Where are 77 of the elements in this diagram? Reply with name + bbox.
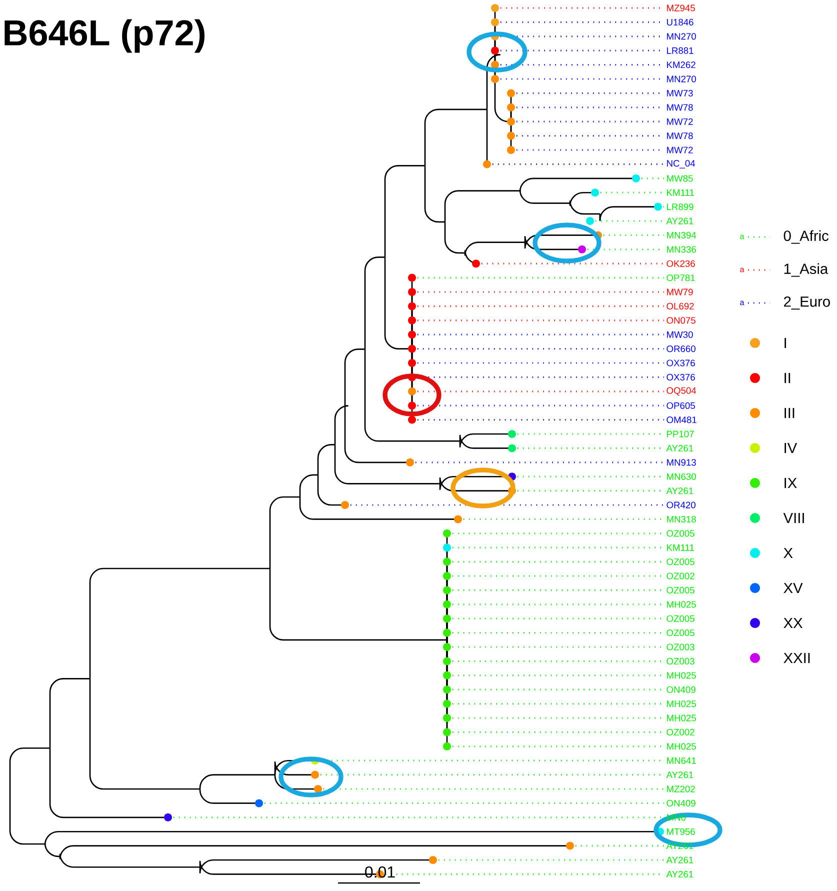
tip-label: OR420 <box>666 502 696 508</box>
tip-label: AY261 <box>666 772 694 778</box>
legend-label: IX <box>784 478 797 488</box>
tip-label: ON409 <box>666 800 696 806</box>
title: B646L (p72) <box>4 19 204 53</box>
legend-line-sample: a <box>740 234 770 240</box>
tip-label: OZ005 <box>666 615 694 622</box>
legend-label: 2_Euro <box>784 296 830 310</box>
tip-label: MT956 <box>667 828 695 835</box>
legend-label: II <box>784 372 790 384</box>
tip-label: MN913 <box>667 459 696 466</box>
tip-label: MH025 <box>667 601 696 608</box>
tip-label: OZ002 <box>666 728 694 736</box>
tip-label: MN270 <box>667 33 696 40</box>
tip-label: MZ202 <box>667 786 695 792</box>
tip-label: MW85 <box>667 175 693 182</box>
tip-label: MN318 <box>667 516 696 522</box>
tip-label: OZ005 <box>666 558 694 566</box>
tip-label: MH025 <box>667 743 696 750</box>
tip-label: OR660 <box>666 346 696 352</box>
tip-label: KM111 <box>667 544 694 551</box>
legend-line-sample: a <box>740 268 770 272</box>
tip-label: MW79 <box>667 288 693 296</box>
tip-label: PP107 <box>667 430 694 438</box>
tip-label: AY261 <box>666 488 694 494</box>
tip-label: MN336 <box>667 246 696 253</box>
tip-label: U1846 <box>666 18 694 26</box>
legend-line-sample: a <box>740 300 770 306</box>
tip-label: OX376 <box>666 360 695 366</box>
tip-label: OP605 <box>666 402 695 409</box>
tip-label: OP781 <box>666 274 695 282</box>
legend-label: X <box>784 548 793 558</box>
tip-label: LR881 <box>667 47 694 54</box>
legend-label: IV <box>784 442 798 454</box>
tip-label: MW78 <box>667 132 693 140</box>
legend-label: 0_Afric <box>784 230 829 244</box>
tip-label: MW73 <box>667 90 693 96</box>
tip-label: OZ002 <box>666 572 694 580</box>
legend-label: VIII <box>783 512 804 524</box>
tip-label: OZ003 <box>666 644 694 650</box>
tip-label: OX376 <box>666 374 695 380</box>
legend-label: XV <box>784 582 803 594</box>
tip-label: MN630 <box>667 473 696 480</box>
tip-label: OK236 <box>666 260 695 267</box>
tip-label: OZ005 <box>666 630 694 636</box>
tip-label: KM111 <box>667 189 694 196</box>
tip-label: OQ504 <box>666 387 696 396</box>
tip-label: MW30 <box>667 331 693 338</box>
tip-label: OZ005 <box>666 586 694 594</box>
tip-label: MH025 <box>667 714 696 722</box>
tip-label: OZ005 <box>666 530 694 537</box>
tip-label: AY261 <box>666 870 694 878</box>
legend-label: XXII <box>784 652 810 664</box>
tip-label: MW72 <box>667 146 693 154</box>
tip-label: MH025 <box>667 700 696 708</box>
tip-label: OM481 <box>666 416 696 424</box>
tip-label: MZ945 <box>667 4 695 12</box>
tip-label: OZ003 <box>666 658 694 664</box>
legend-label: III <box>784 408 794 418</box>
tip-label: LR899 <box>667 204 694 210</box>
tip-label: KM262 <box>667 62 696 68</box>
tip-label: MH025 <box>667 672 696 679</box>
tip-label: MW78 <box>667 104 693 111</box>
tip-label: ON409 <box>666 686 696 693</box>
tip-label: MN641 <box>667 757 696 764</box>
tip-label: AY261 <box>666 856 694 864</box>
legend-label: XX <box>784 618 803 628</box>
tip-label: MN394 <box>667 232 696 238</box>
legend-label: I <box>784 338 786 348</box>
tip-label: NC_04 <box>667 160 696 168</box>
tip-label: AY261 <box>666 218 694 224</box>
legend-label: 1_Asia <box>784 263 828 277</box>
tip-label: MN270 <box>667 76 696 82</box>
tip-label: AY261 <box>666 444 694 452</box>
tip-label: OL692 <box>666 302 694 310</box>
tip-label: ON075 <box>666 317 696 324</box>
tip-label: MW72 <box>667 118 693 125</box>
